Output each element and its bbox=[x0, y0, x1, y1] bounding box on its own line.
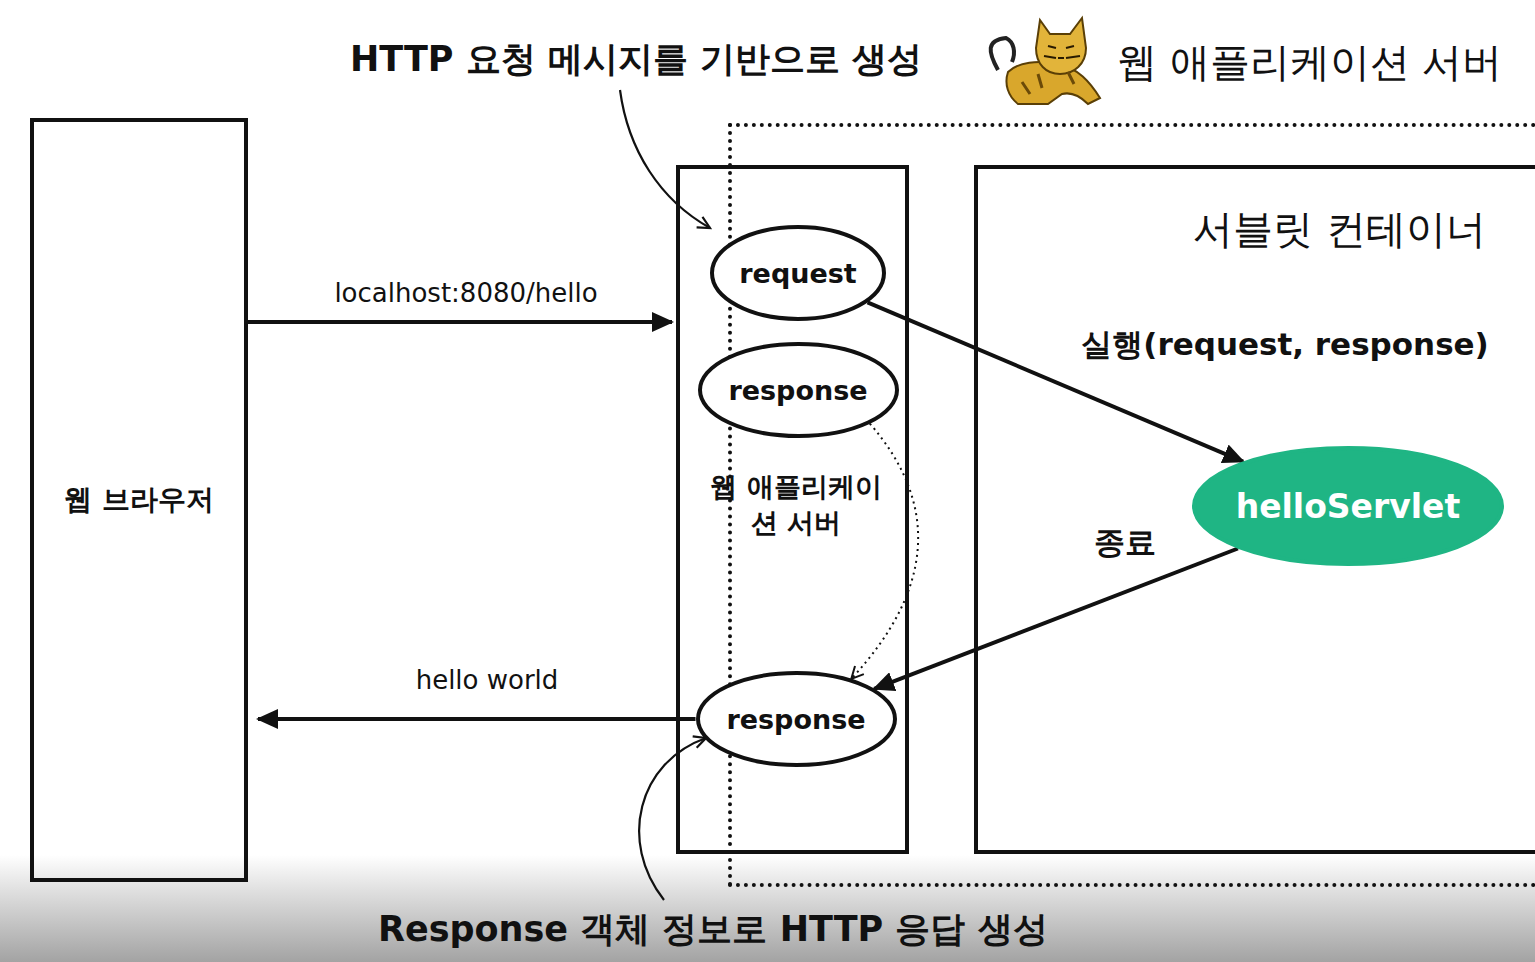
flow-arrow bbox=[258, 717, 696, 721]
servlet-ellipse: helloServlet bbox=[1192, 446, 1504, 566]
tomcat-icon bbox=[991, 18, 1100, 104]
callout-label: Response 객체 정보로 HTTP 응답 생성 bbox=[378, 906, 1048, 953]
edge-label: 종료 bbox=[1090, 522, 1160, 564]
tomcat-stripes bbox=[1022, 72, 1074, 94]
node-label: request bbox=[739, 258, 856, 289]
ellipse-shape bbox=[1194, 448, 1502, 564]
edge-label: 실행(request, response) bbox=[1077, 324, 1493, 366]
callout-leader bbox=[620, 90, 710, 228]
request-ellipse: request bbox=[710, 225, 886, 321]
ellipse-shape bbox=[698, 673, 895, 765]
tomcat-face bbox=[1044, 46, 1080, 58]
edge-label: localhost:8080/hello bbox=[330, 278, 601, 308]
node-label: helloServlet bbox=[1236, 487, 1461, 526]
node-label: response bbox=[728, 375, 867, 406]
flow-arrow bbox=[874, 548, 1238, 688]
node-label: 웹 애플리케이션 서버 bbox=[1117, 35, 1502, 90]
flow-arrow bbox=[248, 320, 672, 324]
node-label: response bbox=[726, 704, 865, 735]
response-ellipse: response bbox=[696, 671, 897, 767]
tomcat-head bbox=[1036, 18, 1086, 74]
was-region: 웹 애플리케이션 서버웹 애플리케이션 서버requestresponseres… bbox=[728, 123, 1535, 887]
ellipse-shape bbox=[712, 227, 884, 319]
node-label: 웹 브라우저 bbox=[64, 481, 214, 519]
browser-box: 웹 브라우저 bbox=[30, 118, 248, 882]
callout-label: HTTP 요청 메시지를 기반으로 생성 bbox=[350, 36, 922, 83]
edge-label: hello world bbox=[412, 665, 563, 695]
ellipse-shape bbox=[700, 344, 897, 436]
was-box: 웹 애플리케이션 서버 request response response bbox=[676, 165, 909, 854]
node-label: 웹 애플리케이션 서버 bbox=[701, 469, 891, 542]
callout-leader bbox=[639, 738, 706, 900]
tomcat-tail bbox=[991, 38, 1014, 70]
servlet-container-box: 서블릿 컨테이너 helloServlet bbox=[974, 165, 1535, 854]
node-label: 서블릿 컨테이너 bbox=[1193, 202, 1486, 257]
response-ellipse: response bbox=[698, 342, 899, 438]
